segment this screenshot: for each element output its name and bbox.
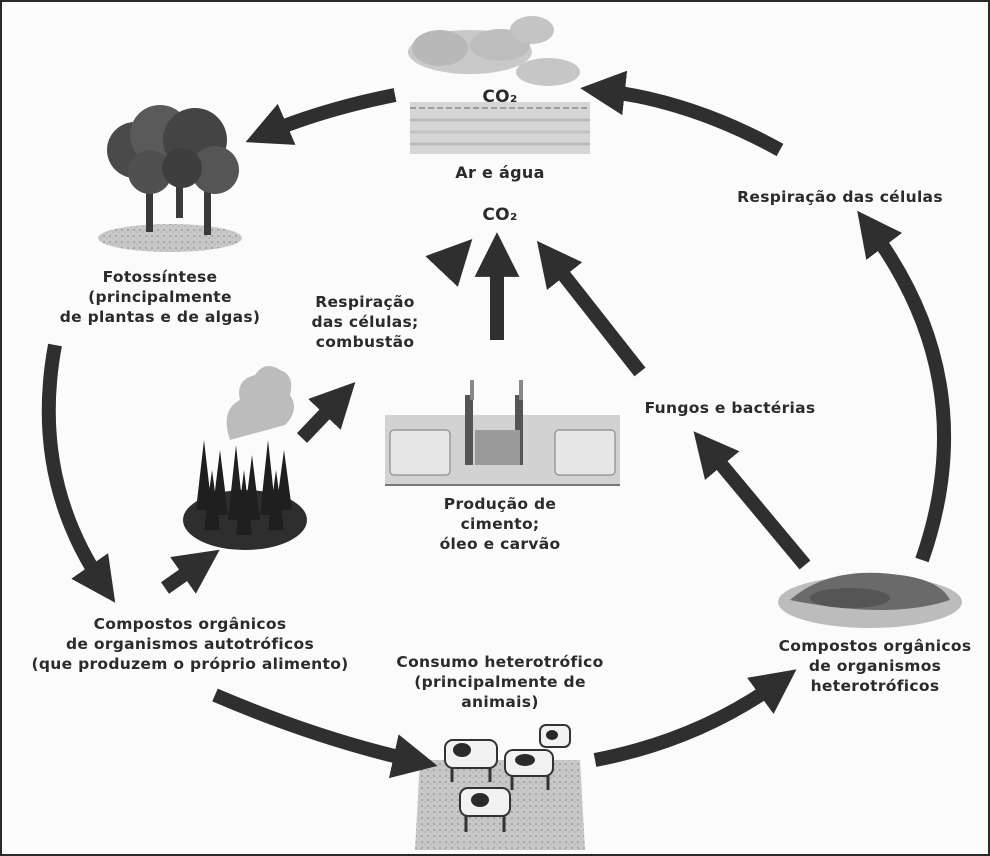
arrow-autotrophic-to-consumption <box>212 688 438 779</box>
arrow-combustion-to-co2 <box>425 238 473 287</box>
photosynthesis-label: Fotossíntese (principalmente de plantas … <box>59 268 261 326</box>
clouds-water-illustration <box>408 16 590 154</box>
cows-illustration <box>415 724 585 850</box>
arrow-photosynthesis-to-autotrophic <box>41 343 116 603</box>
heterotrophic-consumption-label: Consumo heterotrófico (principalmente de… <box>396 653 604 711</box>
co2-label-center: CO₂ <box>482 205 518 225</box>
arrow-co2-to-photosynthesis <box>245 88 397 145</box>
trees-illustration <box>98 105 242 252</box>
respiration-combustion-label: Respiração das células; combustão <box>311 293 419 351</box>
respiration-right-label: Respiração das células <box>737 188 943 206</box>
cycle-arrows <box>41 70 952 779</box>
arrow-fungi-to-co2 <box>536 240 646 377</box>
decomposing-animal-illustration <box>778 572 962 628</box>
burning-forest-illustration <box>183 366 307 550</box>
autotrophic-compounds-label: Compostos orgânicos de organismos autotr… <box>31 615 349 673</box>
arrow-heterotrophic-to-respiration <box>857 210 952 563</box>
fungi-bacteria-label: Fungos e bactérias <box>644 399 816 417</box>
fuel-production-label: Produção de cimento; óleo e carvão <box>439 495 561 553</box>
arrow-heterotrophic-to-fungi <box>693 431 811 570</box>
factory-illustration <box>385 380 620 486</box>
air-water-label: Ar e água <box>455 163 545 182</box>
arrow-respiration-to-co2 <box>580 70 784 157</box>
arrow-burning-to-combustion <box>296 382 356 443</box>
co2-label-top: CO₂ <box>482 87 518 107</box>
heterotrophic-compounds-label: Compostos orgânicos de organismos hetero… <box>778 637 972 695</box>
arrow-consumption-to-heterotrophic <box>593 669 797 767</box>
arrow-autotrophic-to-burning <box>160 549 220 594</box>
